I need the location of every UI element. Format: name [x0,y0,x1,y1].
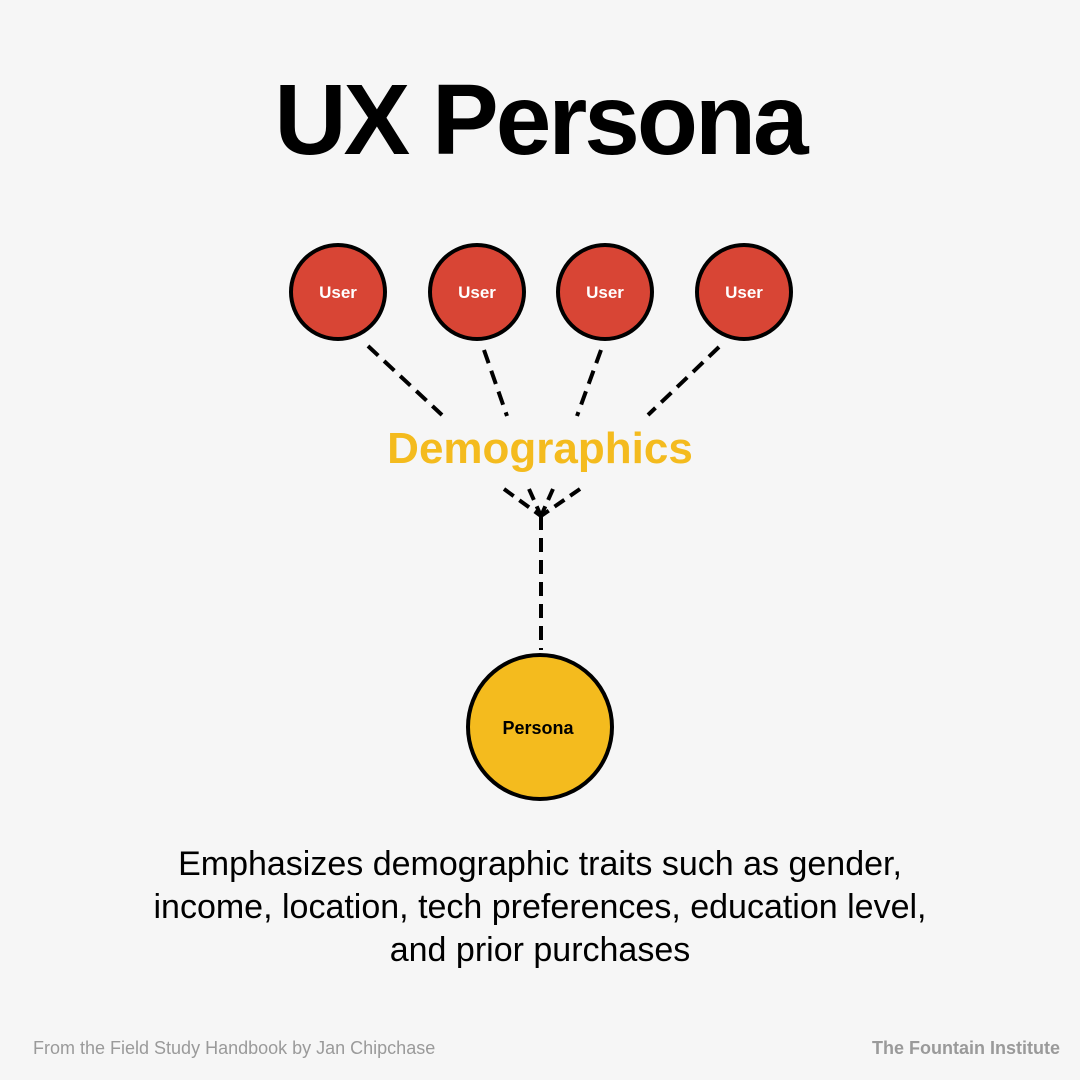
persona-node: Persona [466,653,614,801]
converge-line-4 [539,487,582,518]
converge-line-2 [527,488,543,517]
page-title: UX Persona [274,64,808,176]
converge-line-1 [502,487,543,518]
user-node-circle [556,243,654,341]
description-text: Emphasizes demographic traits such as ge… [153,845,927,969]
connector-user-3 [575,349,603,417]
user-node-label: User [458,283,496,302]
hub-connectors [502,487,582,650]
user-node-label: User [725,283,763,302]
user-node-label: User [319,283,357,302]
hub-label: Demographics [387,424,693,473]
connector-user-4 [646,345,721,417]
user-node-circle [428,243,526,341]
connector-user-2 [482,349,509,417]
source-credit: From the Field Study Handbook by Jan Chi… [33,1038,436,1058]
user-node-4: User [695,243,793,341]
user-node-circle [289,243,387,341]
persona-node-circle [466,653,614,801]
user-connectors [366,344,721,417]
user-node-3: User [556,243,654,341]
converge-line-3 [539,488,555,517]
connector-user-1 [366,344,444,417]
user-node-1: User [289,243,387,341]
user-node-2: User [428,243,526,341]
user-node-label: User [586,283,624,302]
persona-node-label: Persona [502,718,574,738]
user-node-circle [695,243,793,341]
brand-name: The Fountain Institute [872,1038,1060,1058]
